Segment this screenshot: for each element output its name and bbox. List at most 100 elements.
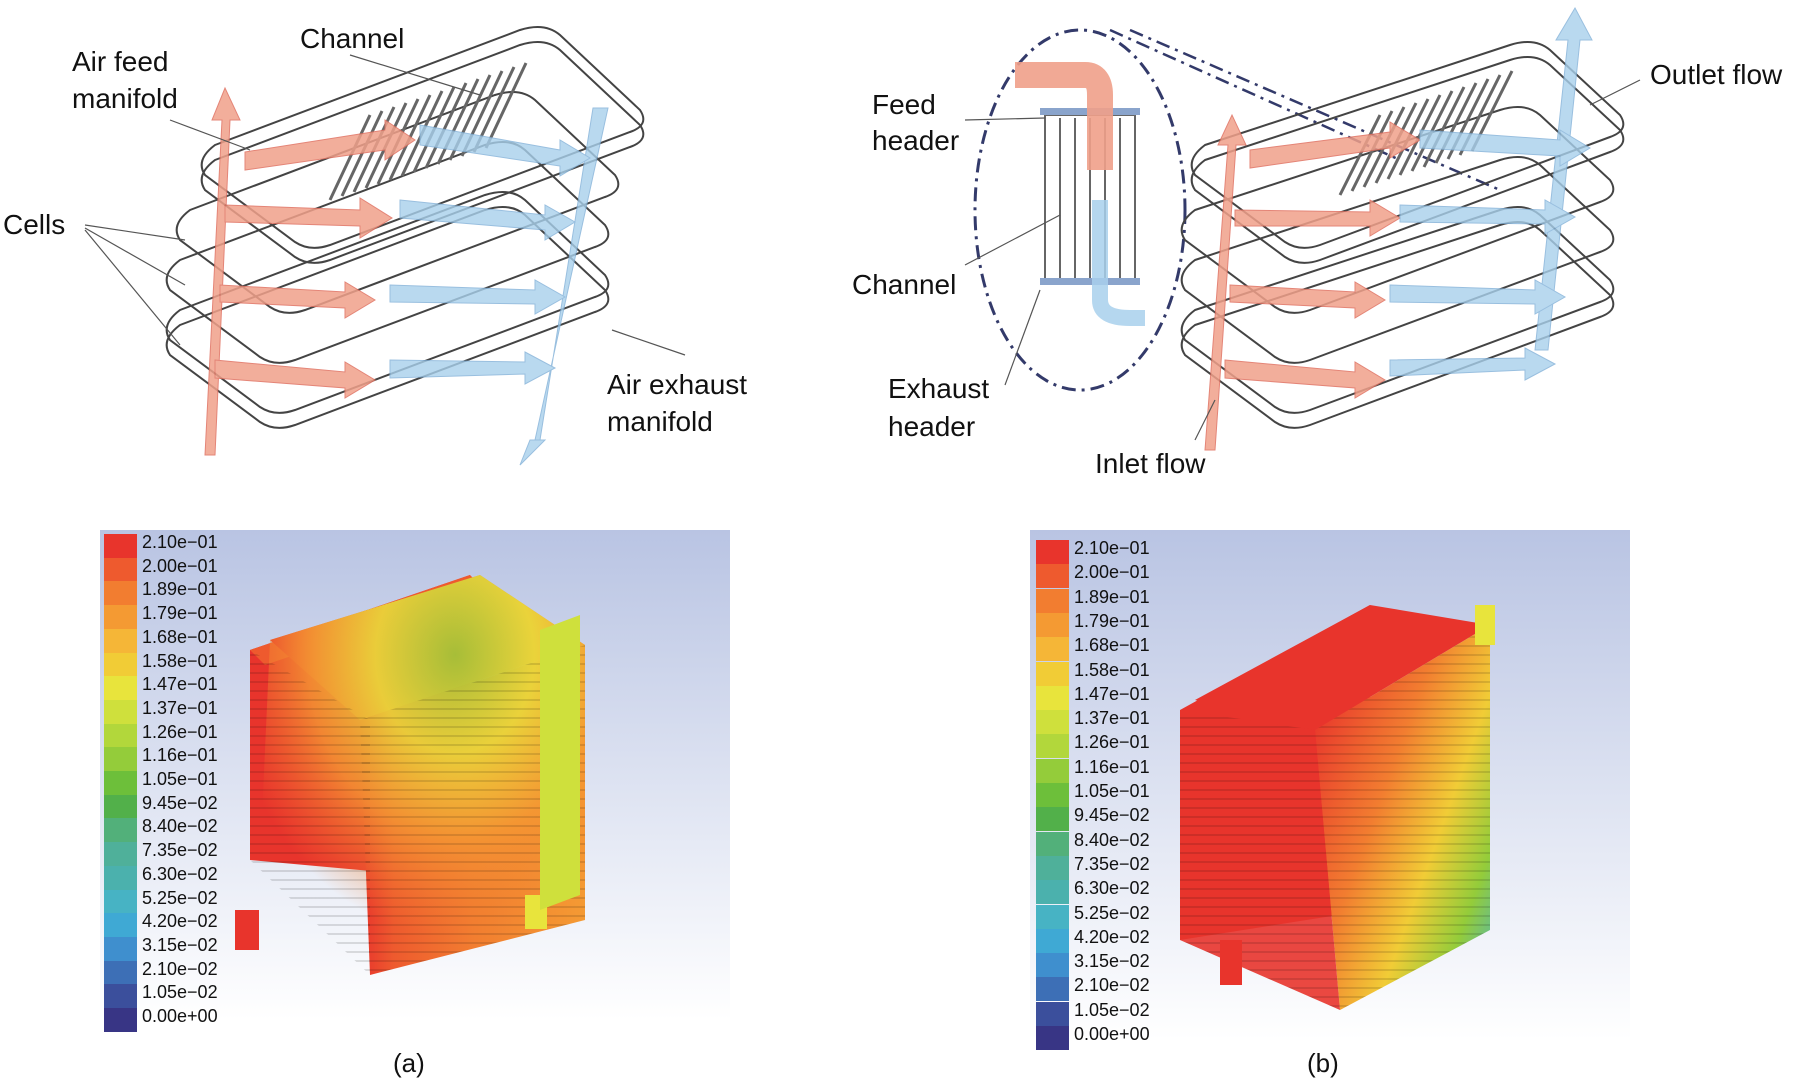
panel-a-legend-value: 3.15e−02	[142, 934, 218, 955]
panel-a-legend-swatch	[104, 913, 137, 938]
panel-a-legend-value: 1.79e−01	[142, 603, 218, 624]
panel-a-legend-swatch	[104, 794, 137, 819]
panel-b-legend-swatch	[1036, 831, 1069, 856]
panel-a-legend-value: 2.10e−01	[142, 532, 218, 552]
panel-a-contour-render	[235, 575, 585, 975]
panel-b-legend-swatch	[1036, 540, 1069, 564]
panel-b-legend-swatch	[1036, 661, 1069, 686]
panel-a-legend-value: 6.30e−02	[142, 863, 218, 884]
panel-b-legend-value: 1.05e−02	[1074, 999, 1150, 1020]
panel-a-legend-entry: 2.10e−02	[104, 958, 264, 985]
panel-b-feed-header-label-line2: header	[872, 125, 960, 156]
panel-b-legend-entry: 1.16e−01	[1036, 756, 1196, 783]
panel-b-legend-value: 1.79e−01	[1074, 610, 1150, 631]
panel-a-legend-swatch	[104, 628, 137, 653]
panel-b-legend-value: 1.47e−01	[1074, 683, 1150, 704]
panel-b-legend-entry: 1.47e−01	[1036, 683, 1196, 710]
panel-a-legend-entry: 1.68e−01	[104, 626, 264, 653]
panel-b-legend-value: 1.16e−01	[1074, 756, 1150, 777]
panel-a-legend-entry: 1.79e−01	[104, 603, 264, 630]
panel-a-legend-value: 1.58e−01	[142, 650, 218, 671]
panel-a-cells-label: Cells	[3, 209, 66, 240]
panel-b-legend-swatch	[1036, 855, 1069, 880]
panel-a-legend-entry: 0.00e+00	[104, 1006, 264, 1032]
panel-b-legend-entry: 1.58e−01	[1036, 660, 1196, 686]
panel-b-legend-value: 1.68e−01	[1074, 635, 1150, 656]
panel-a-legend-value: 1.26e−01	[142, 721, 218, 742]
panel-a-legend-entry: 8.40e−02	[104, 816, 264, 843]
panel-a-legend-swatch	[104, 676, 137, 701]
panel-b-legend-swatch	[1036, 807, 1069, 832]
panel-b-legend-swatch	[1036, 1001, 1069, 1026]
panel-b-legend-entry: 1.37e−01	[1036, 708, 1196, 735]
panel-a-legend-entry: 3.15e−02	[104, 934, 264, 961]
panel-b-caption: (b)	[1307, 1048, 1339, 1078]
panel-b-legend-value: 0.00e+00	[1074, 1024, 1150, 1044]
panel-b-legend-value: 1.26e−01	[1074, 732, 1150, 753]
panel-b-leader-lines	[964, 79, 1641, 441]
panel-b-legend-value: 2.00e−01	[1074, 562, 1150, 583]
panel-b-legend-value: 1.89e−01	[1074, 586, 1150, 607]
panel-a-legend-entry: 1.05e−01	[104, 769, 264, 795]
panel-b-legend-value: 1.37e−01	[1074, 708, 1150, 729]
panel-a-caption: (a)	[393, 1048, 425, 1078]
panel-b-legend-swatch	[1036, 758, 1069, 783]
panel-a-legend-entry: 9.45e−02	[104, 793, 264, 819]
panel-b-legend-value: 4.20e−02	[1074, 926, 1150, 947]
panel-b-legend-entry: 1.79e−01	[1036, 610, 1196, 637]
panel-b-legend-entry: 7.35e−02	[1036, 853, 1196, 880]
panel-a-legend-value: 2.10e−02	[142, 958, 218, 979]
panel-b-stack-plates	[1180, 40, 1625, 429]
panel-a-legend-value: 1.05e−01	[142, 769, 218, 789]
panel-b-outlet-flow-label: Outlet flow	[1650, 59, 1783, 90]
panel-a-legend-value: 1.37e−01	[142, 697, 218, 718]
panel-a-legend-entry: 1.37e−01	[104, 697, 264, 724]
panel-a-legend-swatch	[104, 534, 137, 558]
panel-b-legend-entry: 4.20e−02	[1036, 926, 1196, 953]
panel-b-legend-value: 3.15e−02	[1074, 951, 1150, 972]
panel-b-exhaust-arrows	[1389, 6, 1593, 381]
panel-a-air-feed-label-line2: manifold	[72, 83, 178, 114]
panel-a-legend-value: 8.40e−02	[142, 816, 218, 837]
panel-a-legend-entry: 1.89e−01	[104, 579, 264, 606]
panel-b-legend-swatch	[1036, 710, 1069, 735]
panel-a-legend-entry: 6.30e−02	[104, 863, 264, 890]
panel-b-legend-value: 9.45e−02	[1074, 805, 1150, 826]
panel-b-legend-swatch	[1036, 928, 1069, 953]
panel-b-legend-swatch	[1036, 977, 1069, 1002]
panel-a-legend-swatch	[104, 699, 137, 724]
panel-a-legend-entry: 1.05e−02	[104, 982, 264, 1009]
panel-a-legend-swatch	[104, 818, 137, 843]
panel-a-legend-swatch	[104, 605, 137, 630]
panel-a-legend-swatch	[104, 771, 137, 795]
panel-a-legend-swatch	[104, 652, 137, 677]
panel-b-legend-entry: 2.10e−01	[1036, 538, 1196, 564]
panel-a-legend-swatch	[104, 1008, 137, 1032]
panel-b-feed-header-label-line1: Feed	[872, 89, 936, 120]
panel-a-legend-swatch	[104, 557, 137, 582]
panel-b-legend-swatch	[1036, 685, 1069, 710]
panel-b-legend-value: 7.35e−02	[1074, 853, 1150, 874]
panel-a-legend-value: 1.68e−01	[142, 626, 218, 647]
panel-b-legend-swatch	[1036, 564, 1069, 589]
panel-b-legend-entry: 1.89e−01	[1036, 586, 1196, 613]
panel-b-legend-entry: 2.10e−02	[1036, 975, 1196, 1002]
panel-a-legend-value: 1.05e−02	[142, 982, 218, 1003]
panel-b-legend-entry: 6.30e−02	[1036, 878, 1196, 905]
panel-a-legend-entry: 1.16e−01	[104, 745, 264, 772]
panel-b-legend-swatch	[1036, 953, 1069, 978]
panel-b-exhaust-header-label-line1: Exhaust	[888, 373, 990, 404]
panel-a-air-feed-label-line1: Air feed	[72, 46, 169, 77]
panel-b-legend-entry: 2.00e−01	[1036, 562, 1196, 589]
panel-a-exhaust-arrows	[389, 107, 609, 466]
panel-b-contour-render	[1180, 605, 1495, 1010]
panel-b-legend-value: 5.25e−02	[1074, 902, 1150, 923]
panel-b-legend-swatch	[1036, 637, 1069, 662]
panel-b-legend-swatch	[1036, 880, 1069, 905]
panel-a-legend-swatch	[104, 865, 137, 890]
panel-a-air-exhaust-label-line2: manifold	[607, 406, 713, 437]
panel-b-legend-swatch	[1036, 734, 1069, 759]
panel-a-leader-lines	[84, 54, 686, 356]
panel-a-legend-entry: 5.25e−02	[104, 888, 264, 914]
